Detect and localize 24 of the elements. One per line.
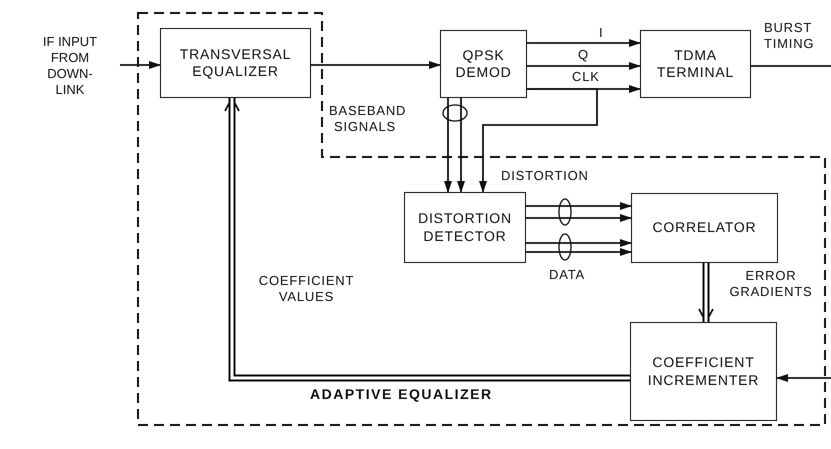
double-line-arrow [224,97,630,382]
arrow [120,61,161,69]
process-box: CORRELATOR [631,193,778,263]
arrow [527,39,641,47]
arrow [526,214,632,222]
process-box: TDMA TERMINAL [640,30,751,98]
arrow [526,248,632,256]
region-title: ADAPTIVE EQUALIZER [310,386,493,404]
input-label: IF INPUT FROM DOWN-LINK [42,34,98,98]
arrow [311,61,441,69]
arrow [776,374,831,382]
arrow [479,88,598,193]
edge-label: Q [577,47,590,63]
arrow [527,62,641,70]
process-box: DISTORTION DETECTOR [404,192,526,263]
signal-line [751,65,831,67]
arrow [526,239,632,247]
process-box: TRANSVERSAL EQUALIZER [160,28,311,98]
double-line-arrow [698,263,714,323]
process-box: COEFFICIENT INCREMENTER [630,322,777,421]
arrow [526,202,632,210]
arrow [444,98,452,193]
arrow [457,98,465,193]
process-box: QPSK DEMOD [440,30,527,98]
